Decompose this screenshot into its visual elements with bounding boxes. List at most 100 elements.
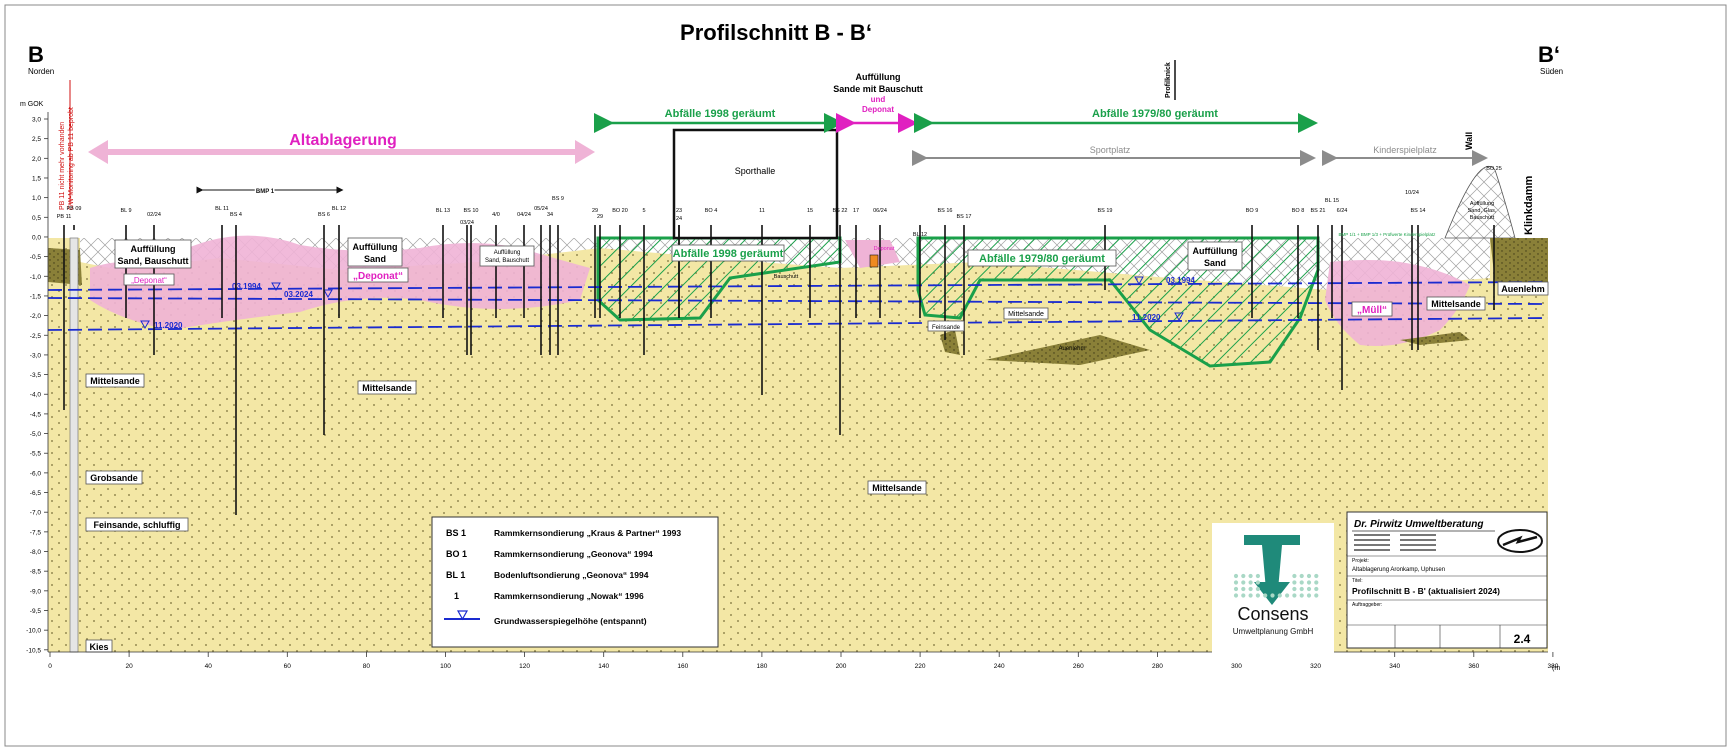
title: Profilschnitt B - B‘ xyxy=(680,20,872,45)
y-tick-label: 3,0 xyxy=(32,117,41,124)
auenlehm-lens xyxy=(985,335,1150,365)
logo-dot xyxy=(1299,580,1304,585)
wl-label-4: 03.1994 xyxy=(1166,276,1195,285)
klinkdamm-label: Klinkdamm xyxy=(1523,175,1535,235)
label-mittelsande1-box xyxy=(85,373,145,388)
label-mittelsande-4: Mittelsande xyxy=(1431,299,1481,309)
abfaelle-1998-label: Abfälle 1998 geräumt xyxy=(665,108,776,120)
borehole-label: 34 xyxy=(547,212,553,218)
label-mittelsande5-box xyxy=(1003,307,1049,320)
x-tick-label: 380 xyxy=(1547,663,1558,670)
label-auenlehm-box xyxy=(1497,281,1549,296)
label-feinsande: Feinsande, schluffig xyxy=(93,520,180,530)
borehole-label: 23 xyxy=(676,208,682,214)
logo-dot xyxy=(1314,586,1319,592)
x-tick-label: 140 xyxy=(598,663,609,670)
borehole-label: BO 8 xyxy=(1292,208,1305,214)
logo-dot xyxy=(1241,586,1246,592)
logo-dot xyxy=(1255,580,1260,585)
borehole-label: 04/24 xyxy=(517,212,531,218)
consens-logo-icon xyxy=(1233,535,1319,605)
logo-dot xyxy=(1241,573,1246,579)
borehole-label: 05/24 xyxy=(534,206,548,212)
x-tick-label: 80 xyxy=(363,663,371,670)
x-tick-label: 60 xyxy=(284,663,292,670)
x-tick-label: 180 xyxy=(756,663,767,670)
borehole-label: PB 11 xyxy=(57,214,72,220)
logo-dot xyxy=(1277,593,1282,598)
y-tick-label: -1,0 xyxy=(30,274,42,281)
x-tick-label: 360 xyxy=(1468,663,1479,670)
label-auffuellung-2: Sand, Bauschutt xyxy=(117,256,188,266)
borehole-label: 03/24 xyxy=(460,220,474,226)
label-auffuellung-box xyxy=(114,239,192,269)
sportplatz-label: Sportplatz xyxy=(1090,145,1131,155)
x-tick-label: 260 xyxy=(1073,663,1084,670)
water-level-line-3 xyxy=(47,317,1549,331)
borehole-label: BS 16 xyxy=(938,208,953,214)
y-tick-label: 1,5 xyxy=(32,175,41,182)
label-muell-box xyxy=(1351,301,1393,317)
y-axis: 3,02,52,01,51,00,50,0-0,5-1,0-1,5-2,0-2,… xyxy=(26,112,49,654)
y-tick-label: -6,0 xyxy=(30,470,42,477)
y-tick-label: -5,0 xyxy=(30,431,42,438)
y-axis-unit: m GOK xyxy=(20,101,44,108)
y-tick-label: 2,0 xyxy=(32,156,41,163)
label-auffuellung-sand-box xyxy=(347,237,403,267)
borehole-label: 29 xyxy=(597,214,603,220)
auffuellung-mid-line3: und xyxy=(871,95,886,104)
legend-box xyxy=(431,516,719,648)
y-tick-label: -10,0 xyxy=(26,628,41,635)
deponat-zone-1 xyxy=(90,235,590,330)
label-auenlehm: Auenlehm xyxy=(1501,284,1545,294)
y-tick-label: -1,5 xyxy=(30,293,42,300)
x-tick-label: 300 xyxy=(1231,663,1242,670)
sporthalle xyxy=(672,128,839,240)
logo-dot xyxy=(1285,593,1290,598)
label-auffuellung-sand2-1: Auffüllung xyxy=(1193,246,1238,256)
label-deponat2-box xyxy=(347,267,409,283)
label-auffuellung-sand-2: Sand xyxy=(364,254,386,264)
legend-water-marker xyxy=(456,610,469,621)
label-kies: Kies xyxy=(89,642,108,652)
borehole-label: 17 xyxy=(853,208,859,214)
y-tick-label: -0,5 xyxy=(30,254,42,261)
legend-text-5: Grundwasserspiegelhöhe (entspannt) xyxy=(494,616,647,626)
y-tick-label: 2,5 xyxy=(32,136,41,143)
x-axis-unit: (m xyxy=(1552,665,1560,672)
logo-sub: Umweltplanung GmbH xyxy=(1233,627,1314,636)
wl-label-5: 11.2020 xyxy=(1132,313,1161,322)
label-kinderspiel-small: BMP 1/1 + BMP 1/3 + Prüfwerte Kinderspie… xyxy=(1339,232,1437,237)
logo-dot xyxy=(1292,580,1297,585)
logo-dot xyxy=(1248,573,1253,579)
y-tick-label: -3,0 xyxy=(30,352,42,359)
x-tick-label: 320 xyxy=(1310,663,1321,670)
logo-dot xyxy=(1270,593,1275,598)
logo-dot xyxy=(1255,593,1260,598)
legend-code-4: 1 xyxy=(454,591,459,601)
label-mittelsande-3: Mittelsande xyxy=(872,483,922,493)
legend-code-1: BS 1 xyxy=(446,528,466,538)
logo-dot xyxy=(1306,573,1312,579)
label-auffuellung-1: Auffüllung xyxy=(131,244,176,254)
wall-mound xyxy=(1444,165,1516,239)
logo-dot xyxy=(1263,593,1268,598)
logo-dot xyxy=(1299,593,1304,598)
label-muell: „Müll“ xyxy=(1357,305,1387,316)
logo-dot xyxy=(1248,593,1253,598)
borehole-label: 06/24 xyxy=(873,208,887,214)
label-mittelsande-5: Mittelsande xyxy=(1008,311,1044,318)
label-deponat-2: „Deponat“ xyxy=(353,271,403,282)
borehole-label: BL 13 xyxy=(436,208,450,214)
borehole-label: 11 xyxy=(759,208,765,214)
y-tick-label: -9,0 xyxy=(30,588,42,595)
x-tick-label: 280 xyxy=(1152,663,1163,670)
borehole-label: BL 15 xyxy=(1325,198,1339,204)
y-tick-label: -6,5 xyxy=(30,490,42,497)
x-tick-label: 0 xyxy=(48,663,52,670)
y-tick-label: -2,5 xyxy=(30,333,42,340)
x-tick-label: 220 xyxy=(915,663,926,670)
logo-dot xyxy=(1255,573,1260,579)
y-tick-label: 0,5 xyxy=(32,215,41,222)
